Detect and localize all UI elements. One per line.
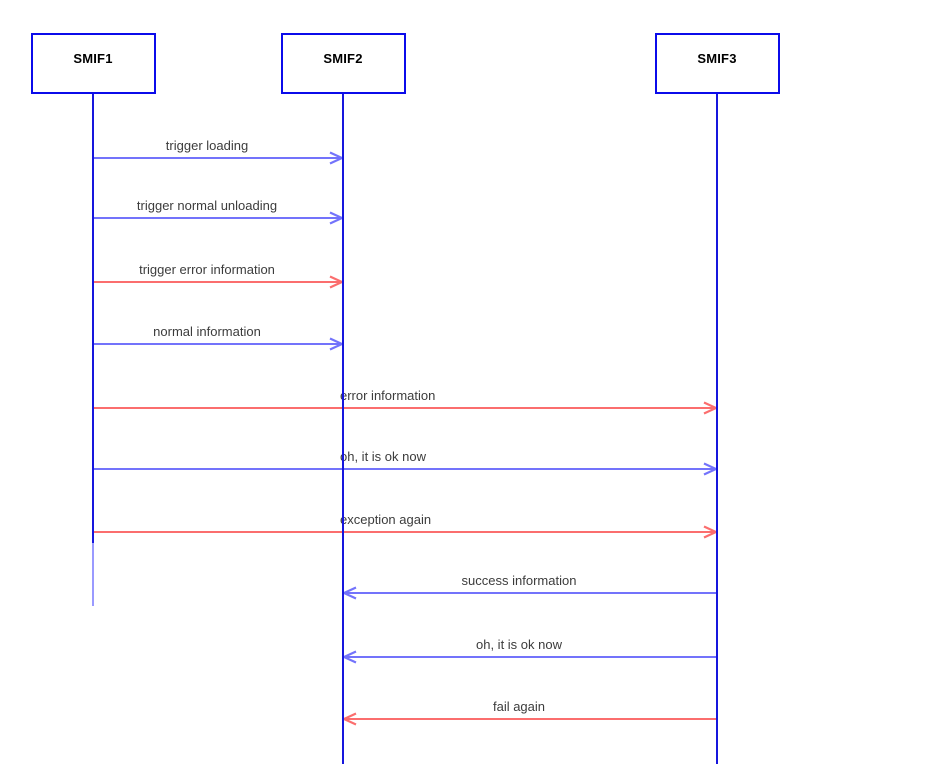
message-label: trigger loading	[165, 138, 249, 153]
actor-label: SMIF1	[73, 51, 113, 66]
message-line	[93, 468, 715, 470]
message-label: normal information	[153, 324, 261, 339]
message-label: trigger error information	[139, 262, 275, 277]
lifeline-smif1	[92, 94, 94, 543]
message-label: error information	[340, 388, 436, 403]
lifeline-smif2	[342, 94, 344, 764]
message-line	[345, 592, 717, 594]
actor-box-smif2: SMIF2	[280, 33, 406, 94]
message-line	[345, 656, 717, 658]
message-label: trigger normal unloading	[136, 198, 278, 213]
message-line	[93, 217, 341, 219]
message-label: oh, it is ok now	[476, 637, 562, 652]
arrowhead-icon	[342, 650, 357, 664]
lifeline-smif3	[716, 94, 718, 764]
actor-box-smif3: SMIF3	[654, 33, 780, 94]
arrowhead-icon	[342, 586, 357, 600]
actor-label: SMIF2	[323, 51, 363, 66]
message-line	[93, 343, 341, 345]
lifeline-smif1-tail	[92, 543, 94, 606]
actor-box-smif1: SMIF1	[30, 33, 156, 94]
message-label: exception again	[340, 512, 432, 527]
message-label: oh, it is ok now	[340, 449, 426, 464]
message-line	[93, 407, 715, 409]
arrowhead-icon	[342, 712, 357, 726]
message-line	[93, 157, 341, 159]
message-label: fail again	[492, 699, 546, 714]
actor-label: SMIF3	[697, 51, 737, 66]
message-line	[93, 281, 341, 283]
message-line	[93, 531, 715, 533]
message-label: success information	[461, 573, 577, 588]
message-line	[345, 718, 717, 720]
